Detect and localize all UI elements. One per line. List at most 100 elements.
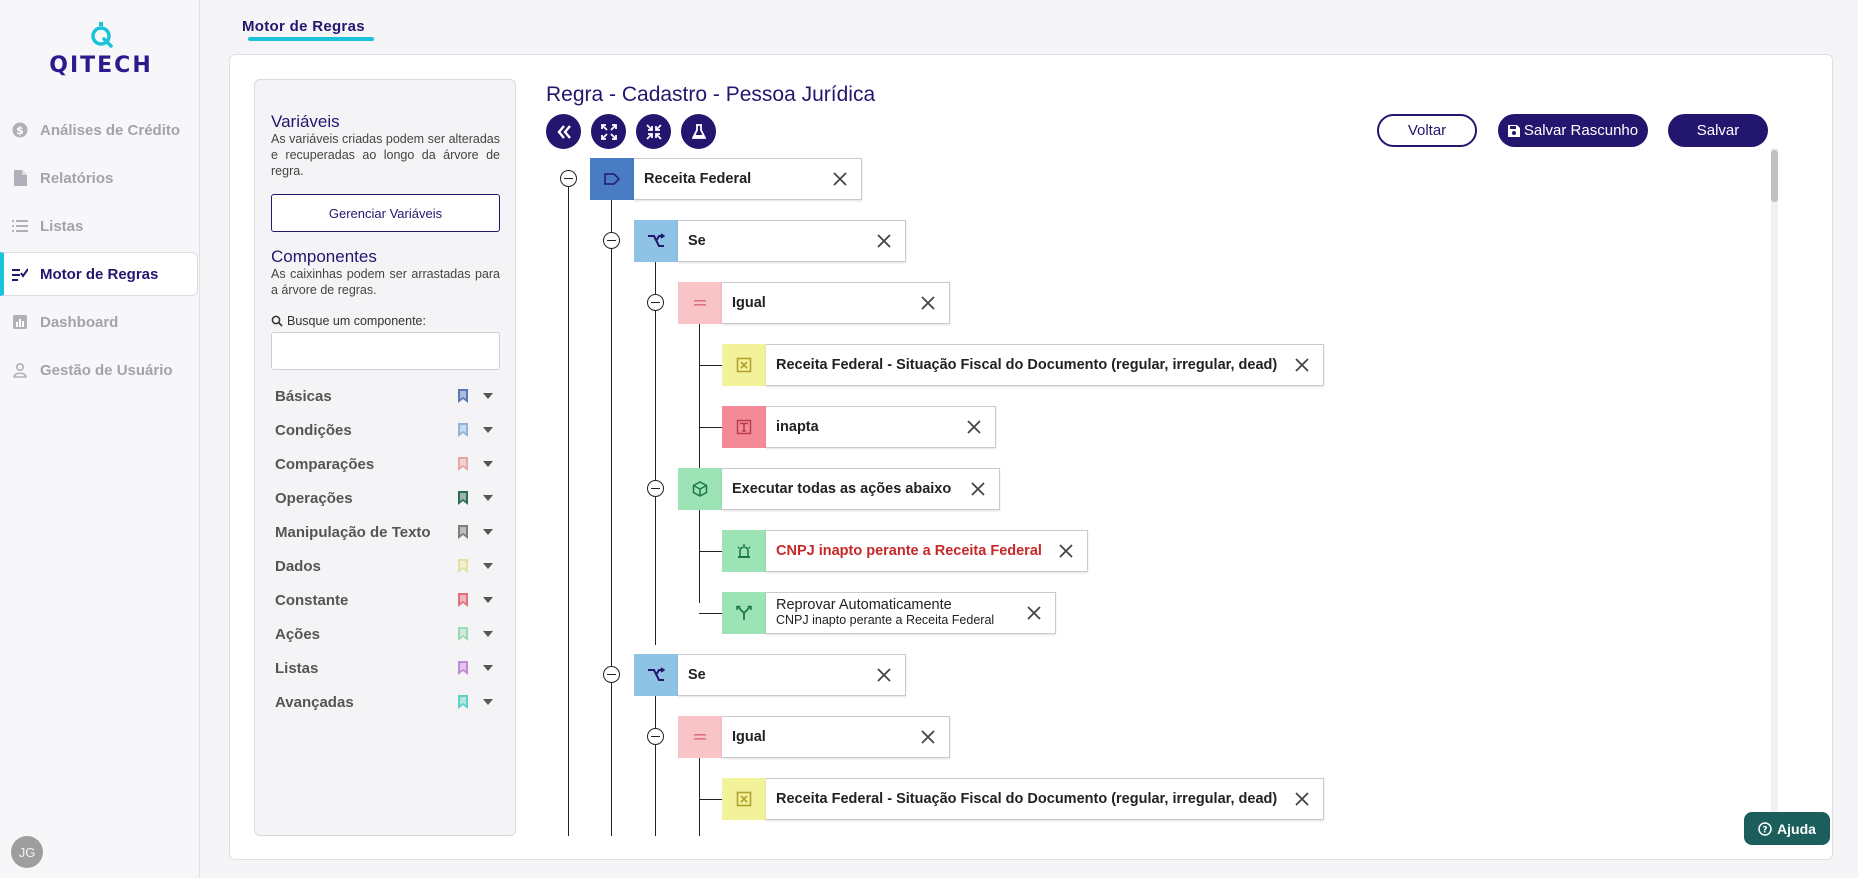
rule-node-decision[interactable]: Reprovar Automaticamente CNPJ inapto per… <box>722 592 1056 634</box>
category-operacoes[interactable]: Operações <box>275 486 497 510</box>
category-manipulacao-de-texto[interactable]: Manipulação de Texto <box>275 520 497 544</box>
rule-node-condition[interactable]: Se <box>634 220 906 262</box>
sidebar-item-motor-de-regras[interactable]: Motor de Regras <box>0 252 198 296</box>
sidebar: QITECH $ Análises de Crédito Relatórios … <box>0 0 200 878</box>
save-draft-button[interactable]: Salvar Rascunho <box>1498 114 1648 147</box>
category-listas[interactable]: Listas <box>275 656 497 680</box>
node-label-title: Reprovar Automaticamente <box>776 597 952 613</box>
search-icon <box>271 315 283 327</box>
variable-icon <box>736 357 752 373</box>
node-label: Se <box>688 233 706 249</box>
collapse-toggle[interactable] <box>647 728 664 745</box>
user-avatar[interactable]: JG <box>11 836 43 868</box>
chevron-down-icon <box>483 495 493 501</box>
node-icon-box <box>722 778 766 820</box>
category-label: Ações <box>275 625 321 643</box>
node-body: Se <box>678 220 906 262</box>
tree-connector <box>699 737 700 836</box>
category-avancadas[interactable]: Avançadas <box>275 690 497 714</box>
bookmark-icon <box>458 423 468 437</box>
expand-all-button[interactable] <box>591 114 626 149</box>
rule-node-alert[interactable]: CNPJ inapto perante a Receita Federal <box>722 530 1088 572</box>
node-label: Igual <box>732 295 766 311</box>
node-body: inapta <box>766 406 996 448</box>
sidebar-item-label: Motor de Regras <box>40 265 159 283</box>
svg-text:$: $ <box>16 124 24 137</box>
category-label: Dados <box>275 557 321 575</box>
help-button[interactable]: ? Ajuda <box>1744 812 1830 845</box>
close-icon[interactable] <box>823 159 857 199</box>
test-rule-button[interactable] <box>681 114 716 149</box>
rule-node-block[interactable]: Receita Federal <box>590 158 862 200</box>
save-button[interactable]: Salvar <box>1668 114 1768 147</box>
back-button[interactable]: Voltar <box>1377 114 1477 147</box>
tree-connector <box>699 365 723 366</box>
tree-scrollbar-thumb[interactable] <box>1771 150 1778 202</box>
close-icon[interactable] <box>1049 531 1083 571</box>
tree-connector <box>699 551 723 552</box>
close-icon[interactable] <box>1285 779 1319 819</box>
close-icon[interactable] <box>957 407 991 447</box>
tree-connector <box>699 799 723 800</box>
rule-node-comparison[interactable]: Igual <box>678 282 950 324</box>
collapse-toggle[interactable] <box>603 666 620 683</box>
rule-node-condition[interactable]: Se <box>634 654 906 696</box>
collapse-panel-button[interactable] <box>546 114 581 149</box>
manage-variables-button[interactable]: Gerenciar Variáveis <box>271 194 500 232</box>
qitech-logo[interactable]: QITECH <box>40 20 160 82</box>
close-icon[interactable] <box>1285 345 1319 385</box>
node-label: Receita Federal - Situação Fiscal do Doc… <box>776 357 1278 373</box>
node-icon-box <box>634 220 678 262</box>
document-icon <box>12 170 28 186</box>
rule-node-data[interactable]: Receita Federal - Situação Fiscal do Doc… <box>722 778 1324 820</box>
sidebar-item-analises-de-credito[interactable]: $ Análises de Crédito <box>0 108 198 152</box>
bookmark-icon <box>458 491 468 505</box>
close-icon[interactable] <box>911 717 945 757</box>
sidebar-item-listas[interactable]: Listas <box>0 204 198 248</box>
node-icon-box <box>590 158 634 200</box>
collapse-all-button[interactable] <box>636 114 671 149</box>
close-icon[interactable] <box>867 655 901 695</box>
tab-motor-de-regras[interactable]: Motor de Regras <box>242 18 365 35</box>
sidebar-item-label: Listas <box>40 217 84 235</box>
category-acoes[interactable]: Ações <box>275 622 497 646</box>
bookmark-icon <box>458 525 468 539</box>
category-label: Listas <box>275 659 319 677</box>
category-comparacoes[interactable]: Comparações <box>275 452 497 476</box>
close-icon[interactable] <box>961 469 995 509</box>
node-body: Reprovar Automaticamente CNPJ inapto per… <box>766 592 1056 634</box>
rule-node-action-group[interactable]: Executar todas as ações abaixo <box>678 468 1000 510</box>
rule-node-constant[interactable]: inapta <box>722 406 996 448</box>
chevron-down-icon <box>483 631 493 637</box>
tree-connector <box>611 179 612 836</box>
double-chevron-left-icon <box>556 124 571 139</box>
close-icon[interactable] <box>867 221 901 261</box>
rule-node-data[interactable]: Receita Federal - Situação Fiscal do Doc… <box>722 344 1324 386</box>
dollar-icon: $ <box>12 122 28 138</box>
node-body: Se <box>678 654 906 696</box>
close-icon[interactable] <box>1017 593 1051 633</box>
category-basicas[interactable]: Básicas <box>275 384 497 408</box>
node-icon-box <box>722 592 766 634</box>
node-label: Receita Federal <box>644 171 752 187</box>
category-constante[interactable]: Constante <box>275 588 497 612</box>
node-icon-box <box>722 530 766 572</box>
category-label: Constante <box>275 591 349 609</box>
sidebar-item-relatorios[interactable]: Relatórios <box>0 156 198 200</box>
sidebar-item-gestao-de-usuario[interactable]: Gestão de Usuário <box>0 348 198 392</box>
node-label: Reprovar Automaticamente CNPJ inapto per… <box>776 598 1017 628</box>
rule-node-comparison[interactable]: Igual <box>678 716 950 758</box>
chevron-down-icon <box>483 529 493 535</box>
tree-scrollbar-track[interactable] <box>1771 148 1778 836</box>
component-search-input[interactable] <box>271 332 500 370</box>
category-condicoes[interactable]: Condições <box>275 418 497 442</box>
branch-icon <box>648 667 665 681</box>
sidebar-item-dashboard[interactable]: Dashboard <box>0 300 198 344</box>
collapse-toggle[interactable] <box>603 232 620 249</box>
collapse-toggle[interactable] <box>647 480 664 497</box>
close-icon[interactable] <box>911 283 945 323</box>
category-dados[interactable]: Dados <box>275 554 497 578</box>
collapse-toggle[interactable] <box>647 294 664 311</box>
collapse-toggle[interactable] <box>560 170 577 187</box>
tree-connector <box>699 488 700 603</box>
